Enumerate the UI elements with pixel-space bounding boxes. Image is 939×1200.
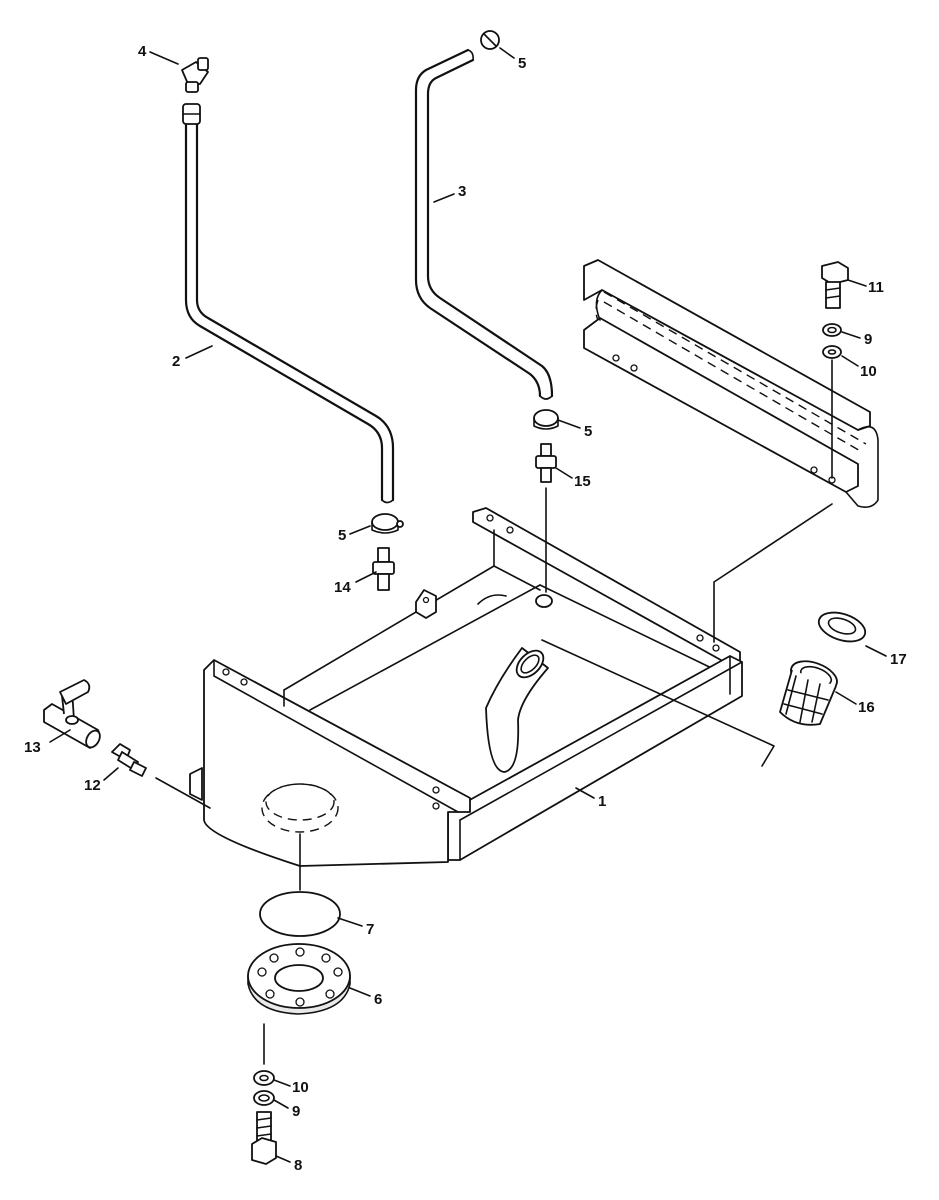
callout-12: 12 — [84, 777, 101, 794]
mounting-channel — [583, 259, 879, 508]
callout-10-lower: 10 — [292, 1079, 309, 1096]
washer-part-9-right — [822, 323, 842, 337]
nipple-part-15 — [535, 443, 557, 483]
fitting-part-12 — [111, 743, 147, 777]
washer-part-10-right — [822, 345, 842, 359]
washer-part-10-lower — [253, 1070, 275, 1086]
callout-17: 17 — [890, 651, 907, 668]
callout-9-lower: 9 — [292, 1103, 300, 1120]
washer-part-9-lower — [253, 1090, 275, 1106]
bolt-part-11 — [821, 261, 849, 309]
elbow-fitting-part-4 — [181, 57, 209, 93]
callout-6: 6 — [374, 991, 382, 1008]
callout-1: 1 — [598, 793, 606, 810]
gasket-part-17 — [817, 611, 867, 643]
clamp-part-5-mid — [533, 409, 559, 430]
callout-15: 15 — [574, 473, 591, 490]
clamp-part-5-low — [371, 513, 404, 534]
tank-frame-part-1 — [189, 507, 743, 867]
nipple-part-14 — [372, 547, 395, 591]
callout-3: 3 — [458, 183, 466, 200]
pipe-part-2 — [182, 103, 395, 504]
callout-10-right: 10 — [860, 363, 877, 380]
strainer-part-16 — [779, 660, 838, 726]
callout-7: 7 — [366, 921, 374, 938]
callout-9-right: 9 — [864, 331, 872, 348]
callout-13: 13 — [24, 739, 41, 756]
tee-part-13 — [43, 679, 101, 749]
clamp-part-5-top — [480, 30, 500, 50]
leader-lines — [155, 359, 833, 1065]
callout-8: 8 — [294, 1157, 302, 1174]
callout-5-top: 5 — [518, 55, 526, 72]
callout-14: 14 — [334, 579, 351, 596]
callout-2: 2 — [172, 353, 180, 370]
callout-5-mid: 5 — [584, 423, 592, 440]
callout-16: 16 — [858, 699, 875, 716]
callout-11: 11 — [868, 279, 884, 296]
gasket-part-7 — [259, 891, 341, 937]
callout-5-low: 5 — [338, 527, 346, 544]
bolt-part-8 — [251, 1111, 277, 1165]
callout-4: 4 — [138, 43, 147, 60]
pipe-part-3 — [414, 48, 554, 400]
flange-part-6 — [247, 943, 351, 1015]
callouts: 4 5 3 2 11 9 10 5 15 5 14 17 16 13 12 1 — [24, 43, 907, 1174]
